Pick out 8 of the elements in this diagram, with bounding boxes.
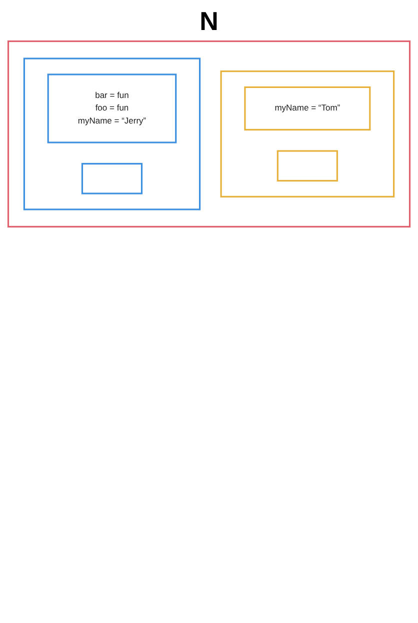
cluster <box>7 40 411 228</box>
cluster <box>23 58 201 210</box>
node-box <box>81 162 143 194</box>
node-box <box>276 150 338 182</box>
node-box: bar = fun foo = fun myName = “Jerry” <box>47 74 177 144</box>
cluster <box>220 70 395 198</box>
node-box: myName = “Tom” <box>244 86 371 131</box>
marker-letter: N <box>200 6 218 36</box>
